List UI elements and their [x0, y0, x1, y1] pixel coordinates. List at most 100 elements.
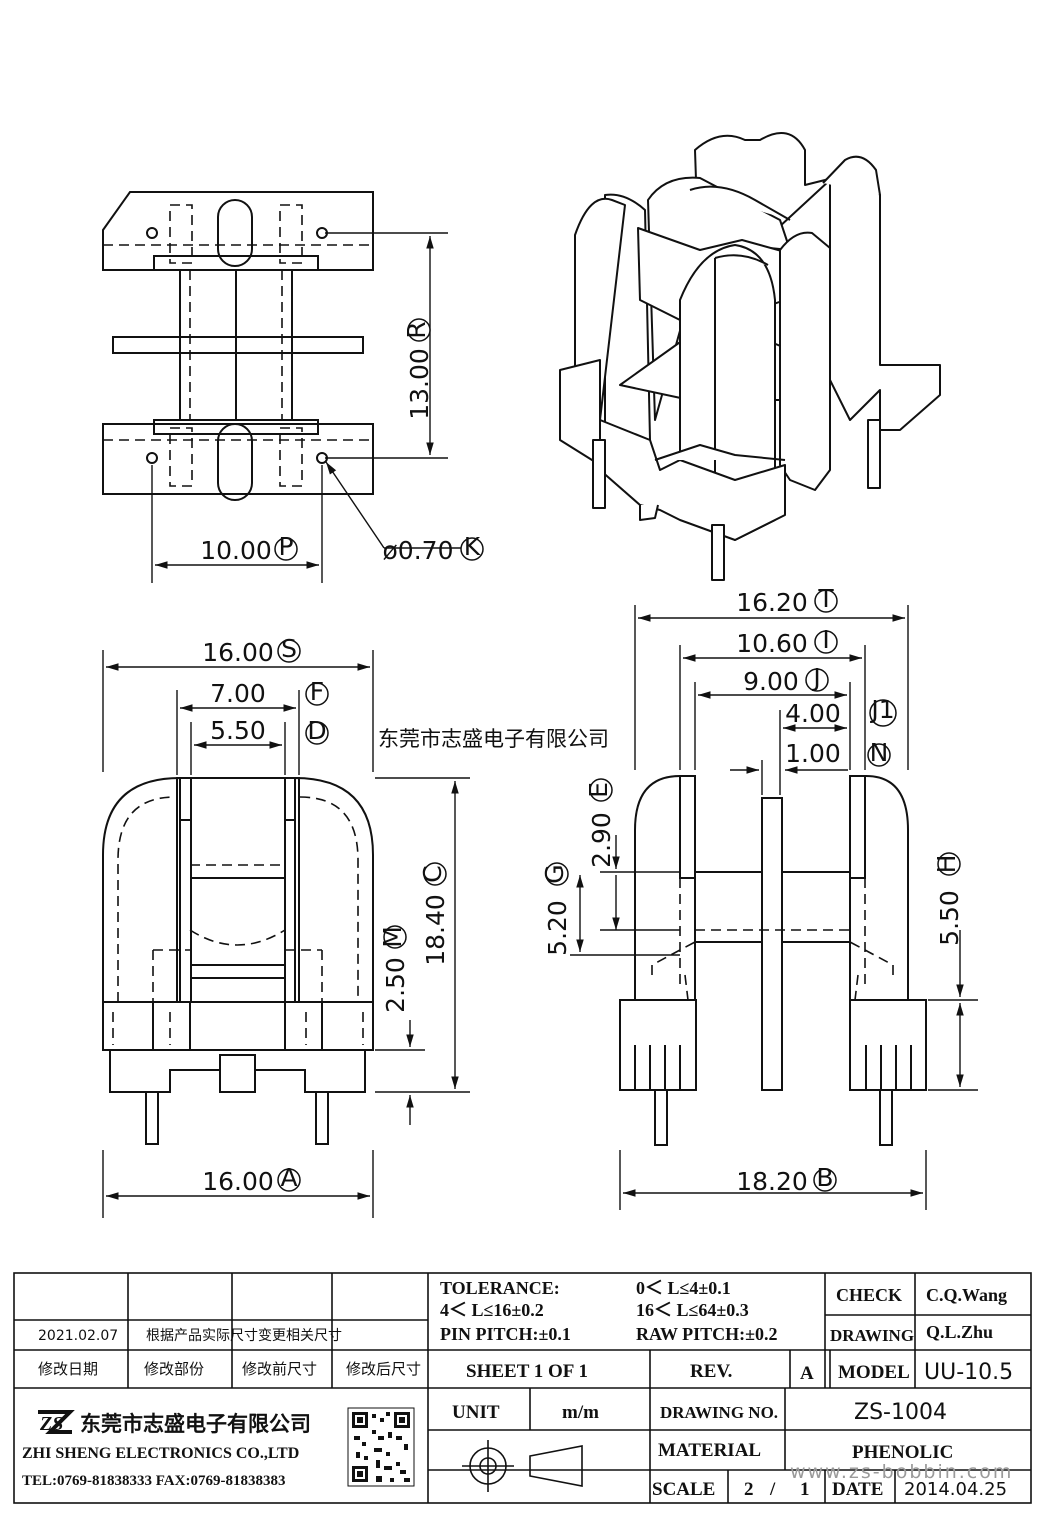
svg-text:G: G [540, 864, 569, 883]
drawing-no-value: ZS-1004 [854, 1400, 947, 1425]
svg-text:D: D [307, 716, 326, 745]
svg-text:A: A [280, 1163, 297, 1192]
sheet-info: SHEET 1 OF 1 [466, 1361, 588, 1382]
dim-d: 5.50 D [210, 716, 329, 745]
svg-text:F: F [310, 677, 324, 706]
scale-value-a: 2 [744, 1479, 754, 1500]
svg-text:18.20: 18.20 [736, 1167, 808, 1196]
watermark-company: 东莞市志盛电子有限公司 [378, 727, 609, 751]
svg-text:2.90: 2.90 [587, 812, 616, 868]
tolerance-range-3: 16＜ L≤64±0.3 [636, 1300, 749, 1320]
dim-j1: 4.00 J1 [785, 695, 897, 728]
dim-t: 16.20 T [736, 584, 838, 617]
svg-text:T: T [817, 584, 834, 613]
svg-text:5.50: 5.50 [210, 716, 266, 745]
scale-value-b: 1 [800, 1479, 810, 1500]
company-name-en: ZHI SHENG ELECTRONICS CO.,LTD [22, 1445, 299, 1462]
rev-label: REV. [690, 1361, 732, 1382]
date-label: DATE [832, 1479, 883, 1500]
company-name-cn: 东莞市志盛电子有限公司 [80, 1412, 311, 1436]
svg-text:B: B [816, 1163, 833, 1192]
unit-value: m/m [562, 1402, 599, 1423]
revision-note: 根据产品实际尺寸变更相关尺寸 [146, 1328, 342, 1344]
svg-text:P: P [278, 532, 293, 561]
header-before: 修改前尺寸 [242, 1360, 317, 1378]
check-label: CHECK [836, 1285, 902, 1305]
svg-text:R: R [402, 321, 431, 338]
svg-text:H: H [932, 855, 961, 874]
svg-text:9.00: 9.00 [743, 667, 799, 696]
svg-text:4.00: 4.00 [785, 699, 841, 728]
tolerance-label: TOLERANCE: [440, 1278, 560, 1298]
company-contact: TEL:0769-81838333 FAX:0769-81838383 [22, 1473, 285, 1489]
dim-f: 7.00 F [210, 677, 329, 708]
header-part: 修改部份 [144, 1360, 204, 1378]
qr-code [347, 1407, 415, 1487]
dim-p: 10.00 P [200, 532, 298, 565]
svg-text:18.40: 18.40 [421, 894, 450, 966]
dim-b: 18.20 B [736, 1163, 837, 1196]
pin-pitch: PIN PITCH:±0.1 [440, 1324, 571, 1344]
dim-g: 5.20 G [540, 862, 572, 956]
model-label: MODEL [838, 1362, 910, 1383]
svg-text:M: M [378, 926, 407, 948]
date-value: 2014.04.25 [904, 1479, 1007, 1500]
material-value: PHENOLIC [852, 1442, 953, 1463]
drawing-label: DRAWING [830, 1326, 914, 1345]
svg-text:ø0.70: ø0.70 [383, 536, 454, 565]
scale-separator: / [769, 1479, 776, 1500]
svg-text:E: E [584, 782, 613, 798]
svg-text:1.00: 1.00 [785, 739, 841, 768]
dim-k: ø0.70 K [383, 532, 484, 565]
svg-text:7.00: 7.00 [210, 679, 266, 708]
svg-text:16.00: 16.00 [202, 1167, 274, 1196]
company-logo: ZS [38, 1410, 75, 1435]
dim-i: 10.60 I [736, 625, 838, 658]
svg-text:13.00: 13.00 [405, 348, 434, 420]
svg-text:S: S [281, 634, 297, 663]
unit-label: UNIT [452, 1402, 500, 1423]
dim-s: 16.00 S [202, 634, 301, 667]
svg-text:ZS: ZS [39, 1413, 63, 1435]
svg-text:5.20: 5.20 [543, 900, 572, 956]
side-view [570, 605, 978, 1210]
check-value: C.Q.Wang [926, 1285, 1007, 1305]
svg-text:I: I [822, 625, 829, 654]
header-after: 修改后尺寸 [346, 1360, 421, 1378]
dim-h: 5.50 H [932, 852, 964, 946]
dimension-labels: 13.00 R 10.00 P ø0.70 K 16.00 S 7.00 F 5… [200, 318, 964, 1196]
raw-pitch: RAW PITCH:±0.2 [636, 1324, 778, 1344]
svg-text:16.00: 16.00 [202, 638, 274, 667]
header-date: 修改日期 [38, 1360, 98, 1378]
dim-m: 2.50 M [378, 925, 410, 1013]
rev-value: A [800, 1363, 814, 1384]
drawing-value: Q.L.Zhu [926, 1322, 993, 1342]
scale-label: SCALE [652, 1479, 715, 1500]
dim-r: 13.00 R [402, 318, 434, 420]
svg-text:2.50: 2.50 [381, 957, 410, 1013]
svg-text:C: C [418, 865, 447, 882]
svg-text:16.20: 16.20 [736, 588, 808, 617]
svg-text:10.00: 10.00 [200, 536, 272, 565]
dim-a: 16.00 A [202, 1163, 301, 1196]
website-watermark: www.zs-bobbin.com [790, 1461, 1013, 1483]
top-view [102, 191, 470, 583]
dim-c: 18.40 C [418, 862, 450, 966]
dim-e: 2.90 E [584, 778, 616, 868]
tolerance-range-2: 4＜ L≤16±0.2 [440, 1300, 544, 1320]
svg-text:J: J [811, 663, 820, 692]
dim-n: 1.00 N [785, 738, 891, 768]
front-view [102, 650, 470, 1218]
dim-j: 9.00 J [743, 663, 829, 696]
svg-text:10.60: 10.60 [736, 629, 808, 658]
tolerance-range-1: 0＜ L≤4±0.1 [636, 1278, 731, 1298]
svg-text:5.50: 5.50 [935, 890, 964, 946]
material-label: MATERIAL [658, 1440, 761, 1461]
model-value: UU-10.5 [924, 1360, 1013, 1385]
svg-text:J1: J1 [869, 695, 894, 724]
svg-text:K: K [464, 532, 481, 561]
svg-text:N: N [870, 738, 889, 767]
drawing-no-label: DRAWING NO. [660, 1403, 778, 1422]
title-block [13, 1272, 1032, 1504]
